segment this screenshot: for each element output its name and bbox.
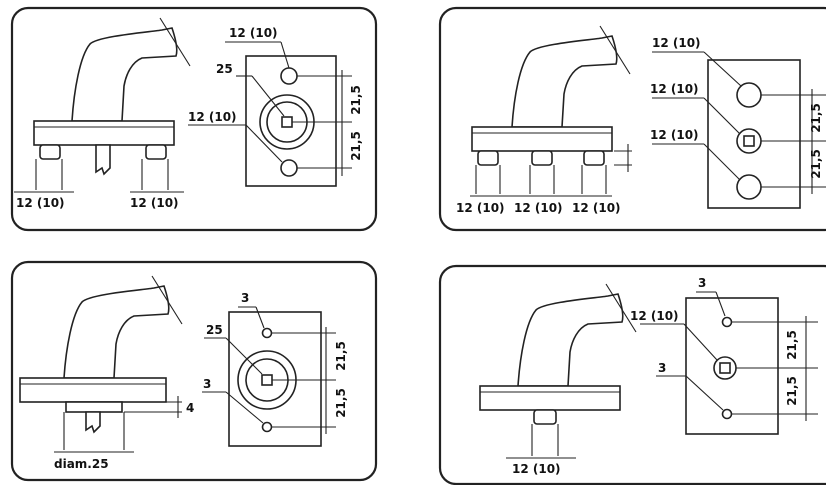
- pin: [477, 150, 499, 166]
- handle-side-view: 12 (10) 12 (10): [14, 17, 191, 210]
- dimension-label: 12 (10): [130, 196, 179, 210]
- hole-top: [261, 327, 273, 339]
- panel-bottom-left: 4 diam.25 3 25 3 21,5 21,5: [10, 260, 378, 482]
- pin: [531, 150, 553, 166]
- base-plate: [479, 385, 621, 411]
- base-diameter-label: diam.25: [54, 457, 109, 471]
- square-spindle-hole: [281, 116, 293, 128]
- panel-bottom-right: 12 (10) 3 12 (10) 3 21,5 21,5: [438, 264, 826, 485]
- hole-bottom: [736, 174, 762, 200]
- plate-front-view: 3 25 3 21,5 21,5: [202, 291, 348, 447]
- square-spindle-hole: [743, 135, 755, 147]
- spacing-label: 21,5: [334, 341, 348, 371]
- center-hole-label: 25: [206, 323, 223, 337]
- base-ring: [65, 401, 123, 413]
- pin: [145, 144, 167, 160]
- spacing-label: 21,5: [334, 388, 348, 418]
- spindle: [95, 144, 111, 176]
- base-plate: [33, 120, 175, 146]
- dimension-label: 12 (10): [514, 201, 563, 215]
- square-spindle-hole: [261, 374, 273, 386]
- plate-front-view: 12 (10) 25 12 (10) 21,5 21,5: [188, 26, 363, 187]
- panel-top-right: 12 (10) 12 (10) 12 (10) 12 (10) 12 (10) …: [438, 6, 826, 232]
- spacing-label: 21,5: [349, 85, 363, 115]
- pin: [39, 144, 61, 160]
- hole-top: [721, 316, 733, 328]
- hole-bottom: [280, 159, 298, 177]
- plate-front-view: 3 12 (10) 3 21,5 21,5: [630, 276, 818, 435]
- dimension-label: 12 (10): [16, 196, 65, 210]
- plate-front-view: 12 (10) 12 (10) 12 (10) 21,5 21,5: [650, 36, 826, 209]
- spacing-label: 21,5: [809, 103, 823, 133]
- spacing-label: 21,5: [349, 131, 363, 161]
- center-hole-label: 12 (10): [650, 82, 699, 96]
- handle-side-view: 12 (10): [479, 283, 637, 476]
- center-hole-label: 25: [216, 62, 233, 76]
- hole-label-top: 12 (10): [652, 36, 701, 50]
- hole-label-top: 12 (10): [229, 26, 278, 40]
- spacing-label: 21,5: [785, 376, 799, 406]
- base-plate: [19, 377, 167, 403]
- square-spindle-hole: [719, 362, 731, 374]
- dimension-label: 12 (10): [572, 201, 621, 215]
- spacing-label: 21,5: [809, 149, 823, 179]
- base-plate: [471, 126, 613, 152]
- handle-side-view: 12 (10) 12 (10) 12 (10): [456, 25, 632, 215]
- hole-label-bottom: 3: [203, 377, 211, 391]
- spindle: [85, 411, 101, 434]
- panel-top-left: 12 (10) 12 (10) 12 (10) 25 12 (10) 21,5: [10, 6, 378, 232]
- hole-label-bottom: 12 (10): [188, 110, 237, 124]
- hole-bottom: [261, 421, 273, 433]
- hole-label-top: 3: [698, 276, 706, 290]
- hole-top: [280, 67, 298, 85]
- handle-side-view: 4 diam.25: [19, 275, 194, 471]
- pin: [583, 150, 605, 166]
- spacing-label: 21,5: [785, 330, 799, 360]
- dimension-label: 12 (10): [512, 462, 561, 476]
- center-hole-label: 12 (10): [630, 309, 679, 323]
- dimension-label: 12 (10): [456, 201, 505, 215]
- hole-label-bottom: 12 (10): [650, 128, 699, 142]
- hole-label-top: 3: [241, 291, 249, 305]
- hole-bottom: [721, 408, 733, 420]
- pin: [533, 409, 557, 425]
- hole-top: [736, 82, 762, 108]
- hole-label-bottom: 3: [658, 361, 666, 375]
- base-height-label: 4: [186, 401, 194, 415]
